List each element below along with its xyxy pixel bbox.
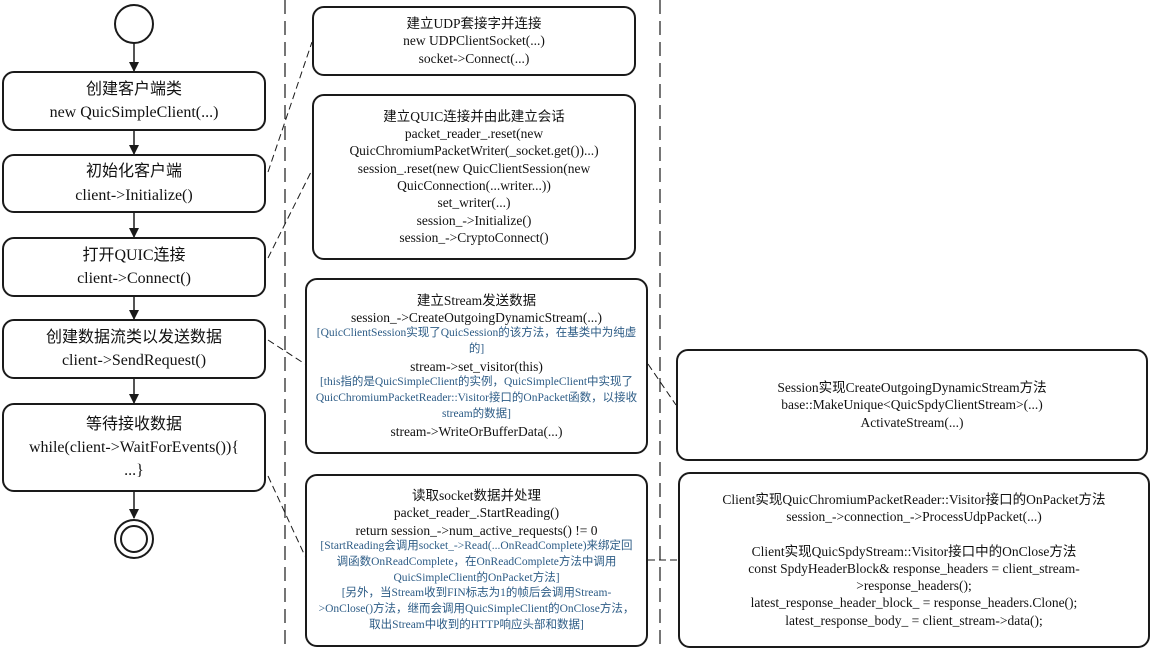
detail-title: Client实现QuicSpdyStream::Visitor接口中的OnClo… bbox=[751, 543, 1077, 559]
detail-line: session_.reset(new QuicClientSession(new bbox=[357, 160, 591, 176]
activity-send-request: 创建数据流类以发送数据 client->SendRequest() bbox=[2, 319, 266, 379]
activity-code: client->SendRequest() bbox=[61, 352, 207, 369]
activity-code: while(client->WaitForEvents()){ bbox=[28, 438, 239, 456]
activity-title: 创建客户端类 bbox=[85, 80, 182, 98]
detail-stream-send: 建立Stream发送数据 session_->CreateOutgoingDyn… bbox=[305, 278, 648, 454]
activity-initialize-client: 初始化客户端 client->Initialize() bbox=[2, 154, 266, 213]
detail-line: return session_->num_active_requests() !… bbox=[355, 522, 598, 538]
activity-code-end: ...} bbox=[124, 462, 144, 480]
detail-note: [this指的是QuicSimpleClient的实例，QuicSimpleCl… bbox=[315, 376, 638, 421]
activity-open-quic: 打开QUIC连接 client->Connect() bbox=[2, 237, 266, 297]
activity-title: 初始化客户端 bbox=[85, 163, 182, 181]
detail-line: session_->CryptoConnect() bbox=[399, 229, 549, 245]
detail-line: base::MakeUnique<QuicSpdyClientStream>(.… bbox=[781, 397, 1043, 413]
link-stream-session bbox=[647, 363, 677, 406]
link-connect-quic bbox=[267, 169, 313, 259]
activity-wait-events: 等待接收数据 while(client->WaitForEvents()){ .… bbox=[2, 403, 266, 492]
detail-line: stream->set_visitor(this) bbox=[410, 359, 543, 375]
detail-note: [QuicClientSession实现了QuicSession的该方法，在基类… bbox=[316, 327, 637, 356]
activity-code: client->Initialize() bbox=[75, 186, 193, 204]
detail-title: 读取socket数据并处理 bbox=[412, 488, 541, 504]
link-initialize-udp bbox=[267, 41, 313, 173]
activity-title: 等待接收数据 bbox=[85, 415, 182, 433]
detail-read-socket: 读取socket数据并处理 packet_reader_.StartReadin… bbox=[305, 474, 648, 647]
activity-code: client->Connect() bbox=[77, 270, 191, 287]
initial-node bbox=[114, 4, 154, 44]
detail-line: packet_reader_.StartReading() bbox=[393, 505, 560, 521]
detail-line: ActivateStream(...) bbox=[860, 414, 964, 430]
activity-title: 打开QUIC连接 bbox=[82, 246, 186, 264]
detail-title: Session实现CreateOutgoingDynamicStream方法 bbox=[777, 380, 1047, 396]
detail-line: new UDPClientSocket(...) bbox=[403, 33, 545, 49]
detail-line: packet_reader_.reset(new bbox=[404, 126, 544, 142]
detail-line: set_writer(...) bbox=[437, 195, 511, 211]
detail-udp-socket: 建立UDP套接字并连接 new UDPClientSocket(...) soc… bbox=[312, 6, 636, 76]
detail-line: >response_headers(); bbox=[856, 578, 972, 594]
detail-line: QuicChromiumPacketWriter(_socket.get()).… bbox=[349, 143, 599, 159]
link-wait-read bbox=[267, 475, 306, 557]
activity-create-client: 创建客户端类 new QuicSimpleClient(...) bbox=[2, 71, 266, 131]
detail-session-impl: Session实现CreateOutgoingDynamicStream方法 b… bbox=[676, 349, 1148, 461]
detail-title: 建立QUIC连接并由此建立会话 bbox=[383, 108, 565, 124]
detail-line: session_->Initialize() bbox=[416, 212, 532, 228]
detail-line: latest_response_header_block_ = response… bbox=[750, 595, 1078, 611]
detail-title: 建立Stream发送数据 bbox=[416, 292, 537, 308]
detail-title: 建立UDP套接字并连接 bbox=[406, 16, 542, 32]
activity-code: new QuicSimpleClient(...) bbox=[49, 104, 219, 121]
detail-line: socket->Connect(...) bbox=[418, 50, 530, 66]
detail-note: [另外，当Stream收到FIN标志为1的帧后会调用Stream->OnClos… bbox=[318, 587, 635, 632]
detail-quic-session: 建立QUIC连接并由此建立会话 packet_reader_.reset(new… bbox=[312, 94, 636, 260]
detail-line: latest_response_body_ = client_stream->d… bbox=[785, 612, 1043, 628]
activity-title: 创建数据流类以发送数据 bbox=[45, 328, 222, 346]
detail-line: session_->CreateOutgoingDynamicStream(..… bbox=[351, 310, 602, 326]
link-send-stream bbox=[267, 339, 306, 365]
final-node-core bbox=[120, 525, 148, 553]
detail-line: session_->connection_->ProcessUdpPacket(… bbox=[786, 509, 1042, 525]
detail-client-impl: Client实现QuicChromiumPacketReader::Visito… bbox=[678, 472, 1150, 648]
detail-title: Client实现QuicChromiumPacketReader::Visito… bbox=[722, 492, 1106, 508]
detail-note: [StartReading会调用socket_->Read(...OnReadC… bbox=[320, 539, 633, 584]
detail-line: stream->WriteOrBufferData(...) bbox=[390, 423, 563, 439]
detail-line: QuicConnection(...writer...)) bbox=[397, 178, 551, 193]
detail-line: const SpdyHeaderBlock& response_headers … bbox=[748, 560, 1080, 576]
